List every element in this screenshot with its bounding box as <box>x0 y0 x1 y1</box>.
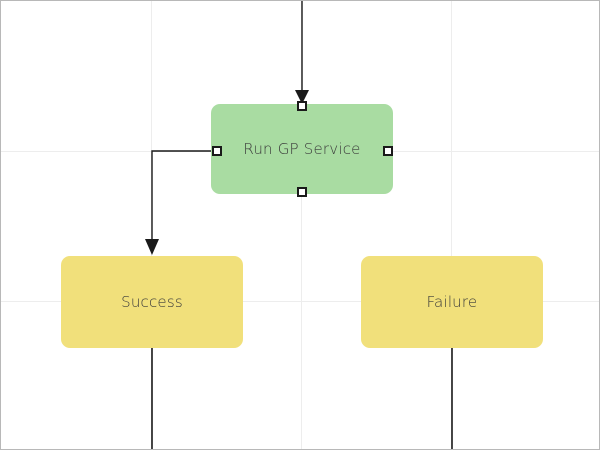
edge-service-to-success[interactable] <box>151 150 211 243</box>
node-label-failure: Failure <box>426 293 478 311</box>
port-right-run-gp-service[interactable] <box>383 146 393 156</box>
node-success[interactable]: Success <box>61 256 243 348</box>
node-run-gp-service[interactable]: Run GP Service <box>211 104 393 194</box>
port-top-run-gp-service[interactable] <box>297 101 307 111</box>
node-label-run-gp-service: Run GP Service <box>243 140 361 158</box>
node-label-success: Success <box>121 293 183 311</box>
grid-vertical-lines <box>151 1 452 449</box>
edge-service-to-success-arrowhead <box>145 239 159 255</box>
port-bottom-run-gp-service[interactable] <box>297 187 307 197</box>
port-left-run-gp-service[interactable] <box>212 146 222 156</box>
node-failure[interactable]: Failure <box>361 256 543 348</box>
